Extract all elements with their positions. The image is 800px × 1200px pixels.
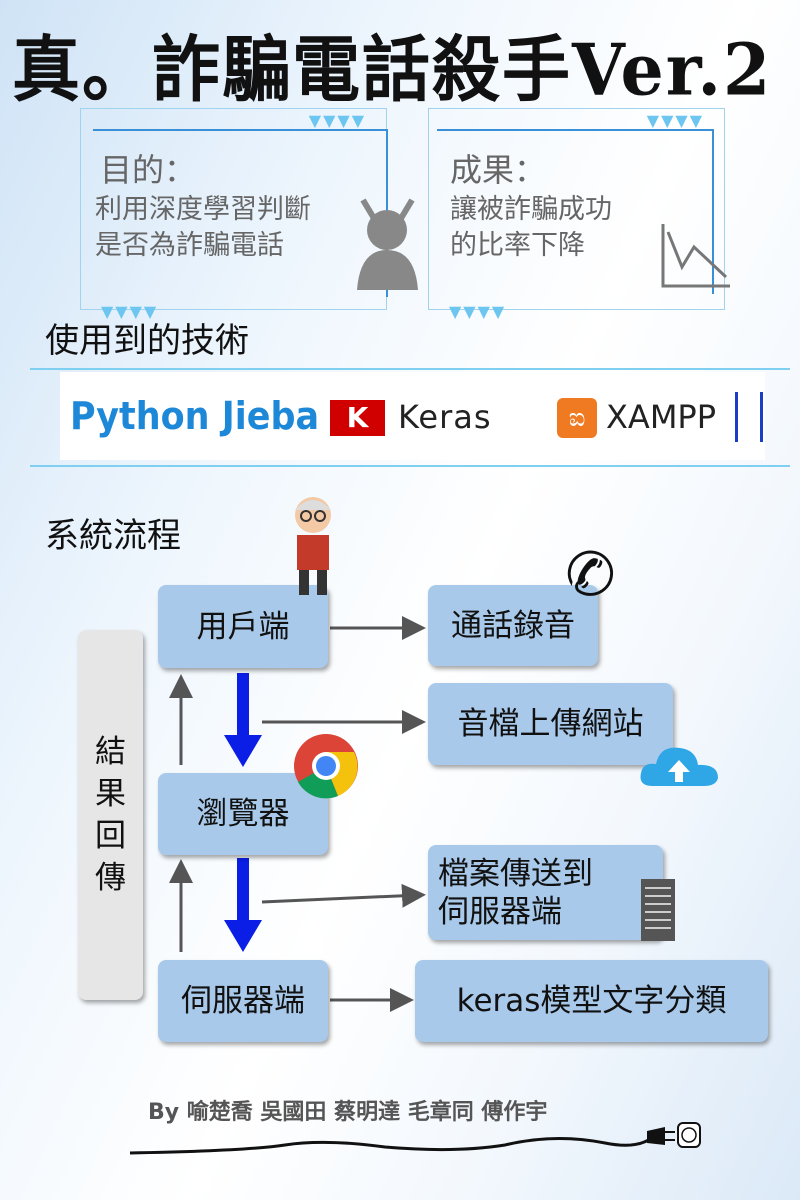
send-file-line: 伺服器端 — [438, 893, 562, 930]
flow-heading: 系統流程 — [45, 516, 181, 556]
server-icon — [641, 879, 675, 941]
python-jieba-logo: Python Jieba — [70, 394, 320, 438]
feedback-char: 回 — [95, 818, 126, 854]
arrow-right — [261, 883, 426, 908]
arrow-down-blue — [224, 858, 262, 952]
goal-line: 利用深度學習判斷 — [95, 194, 311, 225]
feedback-char: 果 — [95, 776, 126, 812]
decor-triangles: ▼▼▼▼ — [101, 302, 159, 321]
goal-text: 利用深度學習判斷 是否為詐騙電話 — [95, 192, 311, 264]
call-recording-box: 通話錄音 — [428, 585, 598, 666]
goal-line: 是否為詐騙電話 — [95, 230, 284, 261]
upload-site-box: 音檔上傳網站 — [428, 683, 673, 765]
devil-icon — [357, 198, 418, 290]
tech-logos: Python Jieba K Keras ಐ XAMPP — [60, 372, 765, 460]
xampp-icon: ಐ — [557, 398, 597, 438]
poster-title: 真。詐騙電話殺手Ver.2 — [12, 28, 773, 113]
feedback-char: 結 — [95, 734, 126, 770]
server-box: 伺服器端 — [158, 960, 328, 1042]
declining-chart-icon — [661, 224, 730, 288]
feedback-char: 傳 — [95, 860, 126, 896]
power-cord-icon — [129, 1122, 701, 1155]
result-line: 的比率下降 — [450, 230, 585, 261]
client-box: 用戶端 — [158, 585, 328, 668]
xampp-logo: XAMPP — [606, 398, 717, 436]
goal-heading: 目的： — [100, 151, 197, 189]
grandpa-icon — [295, 497, 331, 595]
send-file-box: 檔案傳送到 伺服器端 — [428, 845, 663, 940]
logo-frame — [30, 368, 790, 467]
cloud-upload-icon — [640, 747, 718, 786]
result-line: 讓被詐騙成功 — [450, 194, 612, 225]
arrow-down-blue — [224, 673, 262, 767]
keras-logo: Keras — [398, 398, 492, 436]
authors: By 喻楚喬 吳國田 蔡明達 毛章同 傅作宇 — [148, 1100, 548, 1125]
result-feedback-box: 結 果 回 傳 — [78, 630, 143, 1000]
keras-classify-box: keras模型文字分類 — [415, 960, 768, 1042]
keras-k-icon: K — [330, 400, 385, 436]
decor-triangles: ▼▼▼▼ — [449, 302, 507, 321]
decor-triangles: ▼▼▼▼ — [308, 111, 366, 130]
result-heading: 成果： — [450, 151, 547, 189]
decor-triangles: ▼▼▼▼ — [646, 111, 704, 130]
tech-heading: 使用到的技術 — [45, 321, 249, 361]
chrome-icon — [294, 734, 358, 799]
browser-box: 瀏覽器 — [158, 773, 328, 855]
send-file-line: 檔案傳送到 — [438, 855, 593, 892]
result-text: 讓被詐騙成功 的比率下降 — [450, 192, 612, 264]
result-panel: ▼▼▼▼ ▼▼▼▼ — [428, 108, 725, 321]
